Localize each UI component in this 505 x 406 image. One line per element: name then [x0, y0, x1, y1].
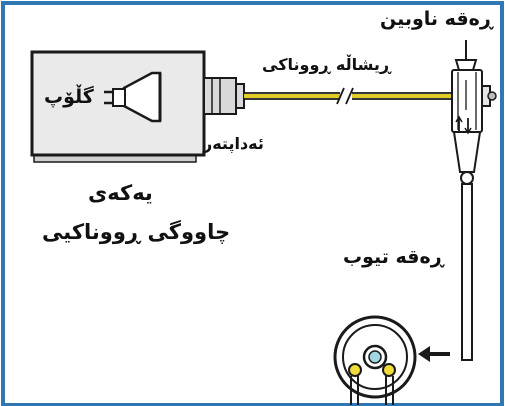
label-light-source-line2: چاووگی ڕووناکیی [42, 220, 231, 244]
light-fiber-cable [244, 87, 458, 105]
label-adapter: ئەداپتەر [203, 134, 264, 153]
tube-cross-section [333, 315, 417, 405]
label-endoscope: ڕەقە ناوبین [380, 8, 493, 30]
pointer-arrow [418, 346, 450, 362]
label-lamp: گڵۆپ [44, 86, 94, 108]
endoscope [451, 40, 497, 361]
lamp-icon [104, 71, 162, 123]
label-light-source-line1: یەکەی [88, 181, 153, 205]
light-source-unit [30, 50, 206, 163]
label-tube: ڕەقە تیوب [343, 246, 444, 268]
adapter [203, 77, 245, 115]
label-light-fiber: ڕیشاڵە ڕووناکی [262, 55, 391, 74]
